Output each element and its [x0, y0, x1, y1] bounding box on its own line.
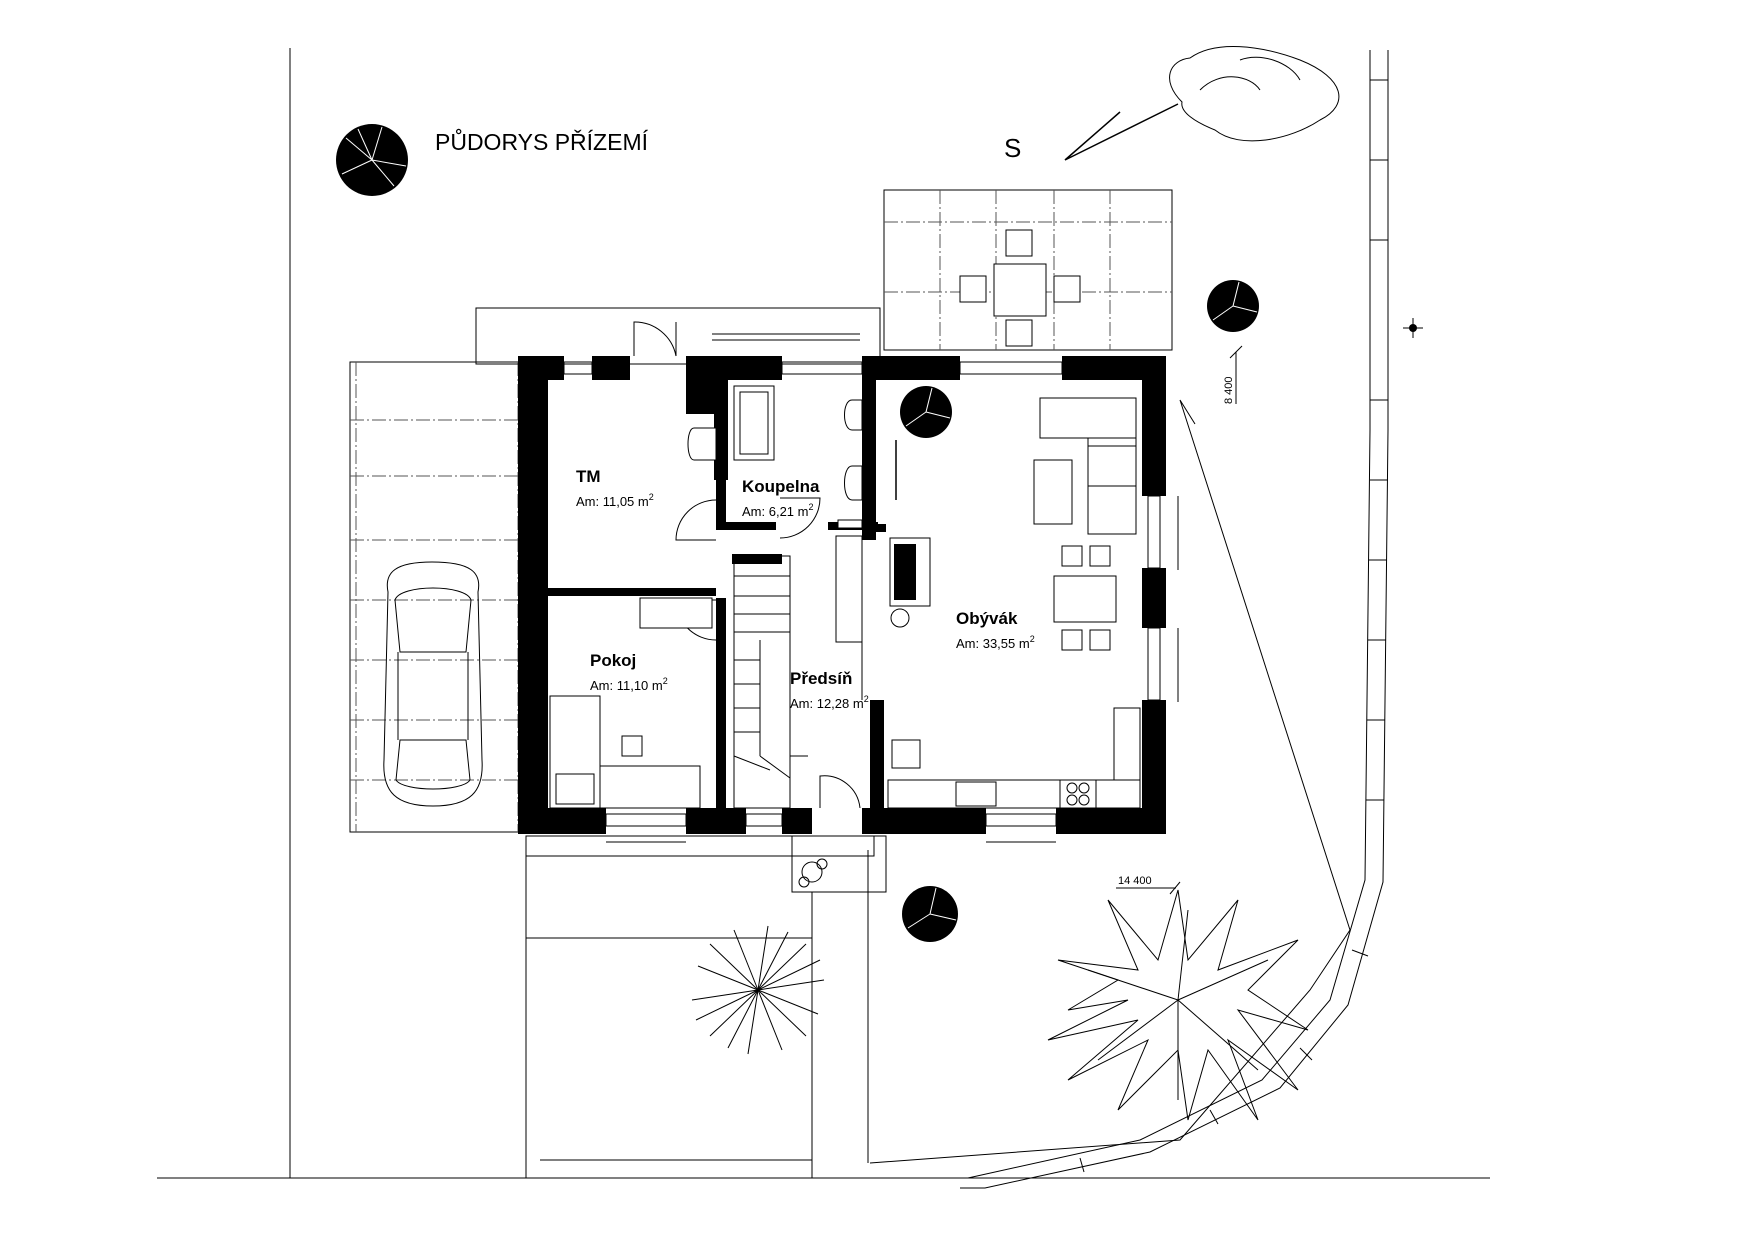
tree-icon — [900, 386, 952, 438]
survey-point-icon — [1403, 318, 1423, 338]
tree-icon — [336, 124, 408, 196]
room-name: Koupelna — [742, 477, 820, 496]
svg-text:Am: 12,28 m2: Am: 12,28 m2 — [790, 694, 869, 711]
dimension-width: 14 400 — [1116, 875, 1181, 895]
room-area: Am: 11,10 m — [590, 678, 663, 693]
terrace-pergola — [883, 189, 1173, 351]
dimension-depth: 8 400 — [1223, 345, 1243, 404]
svg-text:Am: 33,55 m2: Am: 33,55 m2 — [956, 634, 1035, 651]
tm-fixtures — [687, 427, 717, 461]
room-name: Obývák — [956, 609, 1018, 628]
north-label: S — [1004, 133, 1021, 163]
tree-icon — [902, 886, 958, 942]
room-label-obyvak: Obývák Am: 33,55 m2 — [956, 609, 1035, 651]
svg-text:Am: 11,05 m2: Am: 11,05 m2 — [576, 492, 654, 509]
entrance-landing — [525, 835, 887, 1178]
room-label-tm: TM Am: 11,05 m2 — [576, 467, 654, 509]
carport — [349, 361, 521, 833]
window-icon — [563, 333, 1179, 843]
room-area: Am: 11,05 m — [576, 494, 649, 509]
tree-icon — [1207, 280, 1259, 332]
room-label-koupelna: Koupelna Am: 6,21 m2 — [742, 477, 820, 519]
svg-text:Am: 6,21 m2: Am: 6,21 m2 — [742, 502, 813, 519]
tree-icon — [1047, 889, 1309, 1121]
car-icon — [383, 561, 483, 807]
room-area: Am: 12,28 m — [790, 696, 864, 711]
room-label-pokoj: Pokoj Am: 11,10 m2 — [590, 651, 668, 693]
room-name: Pokoj — [590, 651, 636, 670]
north-arrow-icon: S — [1004, 45, 1340, 163]
staircase — [733, 555, 808, 809]
dining-table — [1053, 575, 1117, 623]
house-walls — [518, 356, 1166, 834]
hall-wardrobe — [835, 535, 863, 643]
entrance-canopy — [475, 307, 881, 365]
coffee-table — [1033, 459, 1073, 525]
tree-icon — [691, 925, 825, 1055]
room-label-predsin: Předsíň Am: 12,28 m2 — [790, 669, 869, 711]
room-name: Předsíň — [790, 669, 852, 688]
page-title: PŮDORYS PŘÍZEMÍ — [435, 127, 649, 155]
room-area: Am: 6,21 m — [742, 504, 808, 519]
dimension-label: 14 400 — [1118, 875, 1152, 887]
living-furniture — [887, 397, 1141, 809]
svg-text:Am: 11,10 m2: Am: 11,10 m2 — [590, 676, 668, 693]
bathroom-fixtures — [733, 385, 863, 529]
kitchen-counter — [887, 779, 1141, 809]
doorstep-plant-icon — [798, 858, 828, 888]
terrace-table — [993, 263, 1047, 317]
sofa — [1039, 397, 1137, 439]
pokoj-furniture — [549, 597, 713, 809]
room-name: TM — [576, 467, 601, 486]
room-area: Am: 33,55 m — [956, 636, 1030, 651]
plot-boundary — [157, 48, 1490, 1189]
dimension-label: 8 400 — [1223, 376, 1235, 404]
